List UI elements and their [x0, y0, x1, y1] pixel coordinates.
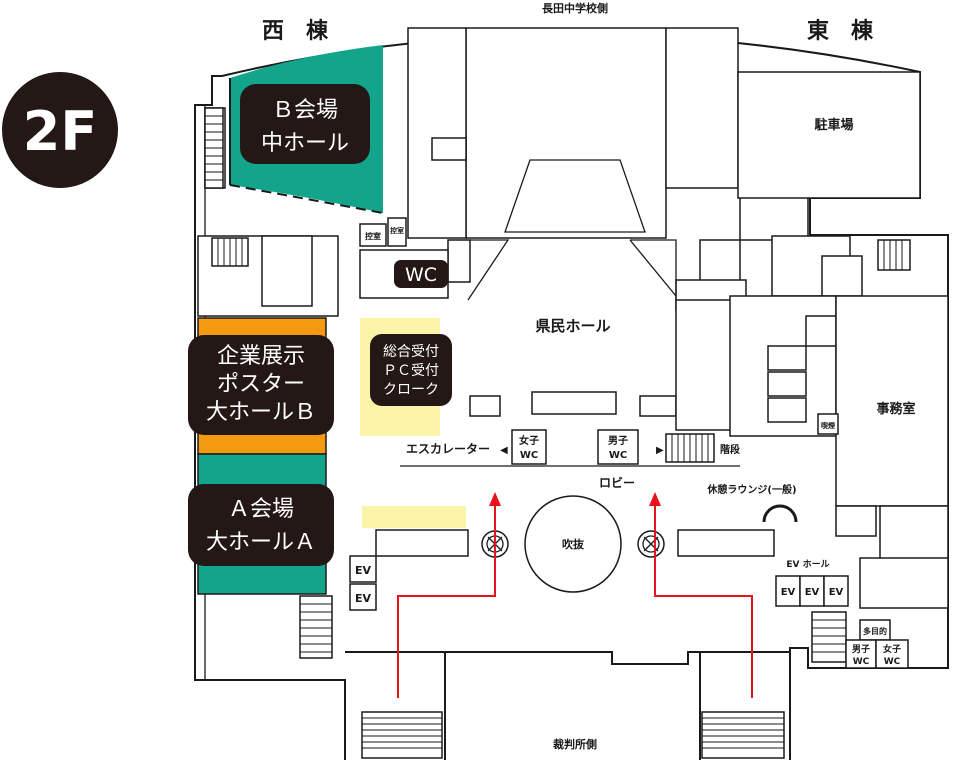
a-venue-line2: 大ホールＡ [206, 530, 316, 555]
east-structure [729, 71, 949, 609]
lobby-bar-right [677, 529, 775, 557]
floor-badge: 2F [2, 72, 118, 188]
reception-line1: 総合受付 [383, 344, 439, 360]
pillar-right [637, 530, 665, 558]
b-venue-line2: 中ホール [261, 131, 349, 156]
floor-badge-label: 2F [23, 100, 97, 163]
parking-label: 駐車場 [814, 117, 853, 133]
west-upper-structure [197, 107, 339, 317]
wc-marker[interactable]: WC [359, 249, 449, 299]
office-label: 事務室 [876, 401, 915, 417]
control-room-box [359, 223, 387, 247]
east-ev-3: EV [829, 587, 844, 598]
west-upper-stairs [204, 107, 224, 189]
east-ev-1: EV [781, 587, 796, 598]
east-ev-block[interactable]: EV EV EV [775, 575, 849, 607]
exhibit-pill: 企業展示 ポスター 大ホールＢ [188, 335, 334, 435]
men-wc-center[interactable]: 男子 WC [597, 429, 639, 465]
west-ev-1: EV [355, 564, 372, 577]
kenmin-hall-label: 県民ホール [535, 317, 610, 335]
east-ev-2: EV [805, 587, 820, 598]
stairs-label: 階段 [720, 443, 740, 456]
exhibit-line1: 企業展示 [217, 344, 305, 369]
east-wing-label: 東 棟 [807, 18, 874, 44]
b-venue-pill: Ｂ会場 中ホール [240, 84, 370, 164]
lobby-label: ロビー [599, 475, 635, 490]
atrium-label: 吹抜 [562, 537, 585, 551]
lounge-label: 休憩ラウンジ(一般) [706, 483, 796, 496]
women-wc-center[interactable]: 女子 WC [511, 429, 547, 465]
lobby-bar-left [375, 529, 469, 557]
b-venue-line1: Ｂ会場 [272, 98, 338, 123]
a-venue-pill: Ａ会場 大ホールＡ [188, 484, 334, 566]
smoking-label: 喫煙 [821, 421, 835, 430]
west-wing-label: 西 棟 [262, 18, 329, 44]
control-room-label: 控室 [365, 231, 381, 241]
reception-lower-area[interactable] [362, 506, 466, 528]
control-room-vertical-box [387, 217, 407, 247]
east-men-wc-line2: WC [853, 657, 870, 667]
women-wc-line1: 女子 [519, 434, 539, 447]
escalator-label: エスカレーター [406, 442, 490, 456]
center-stairs [665, 433, 715, 463]
atrium: 吹抜 [524, 495, 622, 593]
exhibit-line3: 大ホールＢ [206, 400, 316, 425]
smoking-room [817, 413, 839, 435]
men-wc-line1: 男子 [608, 435, 628, 447]
reception-line2: ＰＣ受付 [383, 363, 439, 379]
exhibit-line2: ポスター [217, 372, 305, 397]
north-side-label: 長田中学校側 [542, 1, 608, 15]
east-upper-stairs [877, 239, 911, 271]
a-venue-line1: Ａ会場 [228, 497, 294, 522]
men-wc-line2: WC [609, 450, 627, 461]
west-mid-stairs [211, 237, 249, 267]
women-wc-line2: WC [520, 450, 538, 461]
escalator-right-arrow: ▶ [656, 445, 664, 456]
multi-purpose-wc[interactable]: 多目的 [859, 619, 891, 641]
lounge-icon [762, 504, 798, 523]
east-women-wc-line2: WC [884, 657, 901, 667]
east-men-wc[interactable]: 男子 WC [845, 639, 877, 669]
west-ev-2: EV [355, 592, 372, 605]
route-arrow-left [397, 492, 501, 698]
south-side-label: 裁判所側 [553, 737, 597, 751]
reception-pill: 総合受付 ＰＣ受付 クローク [370, 334, 452, 406]
east-men-wc-line1: 男子 [852, 644, 870, 655]
multi-wc-label: 多目的 [863, 626, 887, 636]
wc-pill-label: WC [405, 264, 437, 286]
east-women-wc[interactable]: 女子 WC [875, 639, 909, 669]
control-vertical-label: 控室 [390, 226, 404, 235]
south-stairs-left [361, 711, 443, 759]
south-stairs-right [701, 711, 785, 759]
escalator-arrow: ◀ [500, 445, 508, 456]
route-arrow-right [649, 492, 753, 698]
east-women-wc-line1: 女子 [883, 643, 901, 655]
reception-line3: クローク [383, 382, 439, 398]
west-lower-stairs [299, 595, 333, 659]
ev-hall-label: EV ホール [786, 559, 829, 570]
west-ev-block[interactable]: EV EV [349, 555, 377, 611]
east-lower-stairs [811, 611, 847, 663]
